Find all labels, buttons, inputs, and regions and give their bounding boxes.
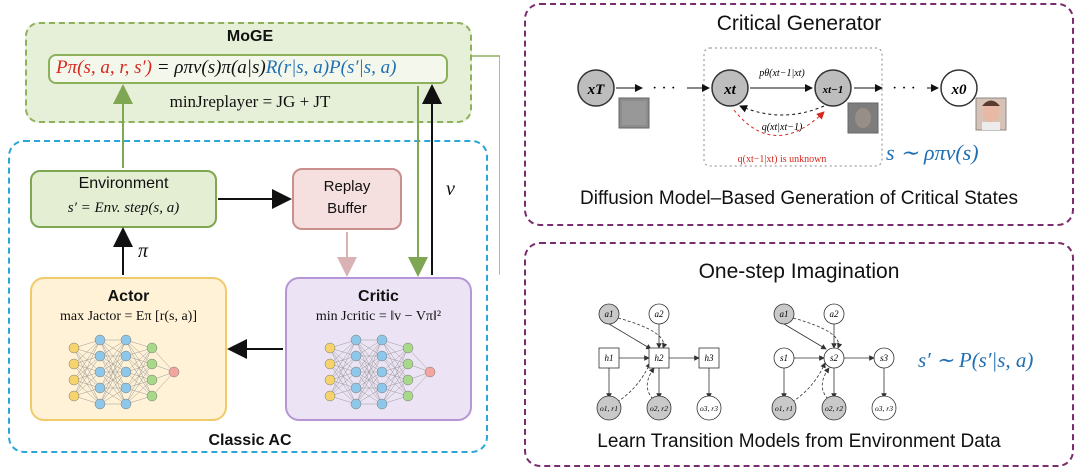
eq-state-action: = ρπv(s)π(a|s): [152, 57, 266, 78]
critic-network-icon: [324, 334, 436, 410]
eq-joint-distribution: Pπ(s, a, r, s′): [56, 57, 153, 78]
critic-title: Critic: [358, 288, 399, 305]
actor-title: Actor: [107, 288, 150, 305]
latent-state-mid-label-3: s3: [880, 353, 889, 363]
node-xT-label: xT: [587, 82, 606, 98]
imagination-caption: Learn Transition Models from Environment…: [597, 431, 1001, 452]
latent-state-mid-node-3: [873, 347, 895, 369]
actor-box: [30, 277, 227, 421]
critical-generator-title: Critical Generator: [716, 12, 882, 35]
latent-state-obs-node-1: [771, 395, 797, 421]
eq-reward-model: R(r|s, a): [265, 57, 330, 78]
actor-network-icon: [68, 334, 180, 410]
critic-objective: min Jcritic = ‖v − Vπ‖²: [315, 309, 442, 324]
hidden-state-a1-label: a1: [605, 309, 614, 319]
hidden-state-obs-label-1: o1, r1: [600, 404, 618, 413]
latent-state-mid-node-2: [823, 347, 845, 369]
hidden-state-obs-label-2: o2, r2: [650, 404, 668, 413]
moge-title: MoGE: [226, 28, 274, 45]
classic-ac-arrows: [113, 55, 500, 359]
environment-title: Environment: [78, 175, 169, 192]
classic-ac-region: [8, 140, 488, 453]
diffusion-chain-diagram: xT · · · xt xt−1 · · · x0 pθ(xt−1|xt) q(…: [577, 47, 1007, 167]
replay-buffer-title: Replay Buffer: [323, 178, 371, 217]
node-xt-label: xt: [723, 82, 737, 98]
hidden-state-a2-label: a2: [655, 309, 665, 319]
latent-state-a2-label: a2: [830, 309, 840, 319]
hidden-state-obs-node-3: [696, 395, 722, 421]
value-label: v: [446, 178, 455, 200]
node-xt-1: [814, 69, 852, 107]
latent-state-graph: [771, 303, 897, 421]
unknown-label: q(xt−1|xt) is unknown: [738, 154, 827, 165]
replay-buffer-box: [292, 168, 402, 230]
moge-to-panels-connector: [472, 55, 500, 275]
latent-state-obs-label-3: o3, r3: [875, 404, 893, 413]
hidden-state-mid-label-2: h2: [655, 353, 665, 363]
hidden-state-mid-label-1: h1: [605, 353, 614, 363]
hidden-state-graph: [596, 303, 722, 421]
hidden-state-obs-node-1: [596, 395, 622, 421]
hidden-state-a2-node: [648, 303, 670, 325]
ellipsis-1: · · ·: [652, 80, 676, 97]
hidden-state-obs-node-2: [646, 395, 672, 421]
transition-graphs: a1 a2 h1 h2 h3 o1, r1 o2, r2 o3, r3 a1 a2 s1 s2 s3 o1…: [596, 303, 897, 421]
classic-ac-title: Classic AC: [208, 432, 292, 449]
node-xt-1-label: xt−1: [822, 84, 844, 96]
critical-generator-caption: Diffusion Model–Based Generation of Crit…: [580, 188, 1018, 209]
node-x0: [940, 69, 978, 107]
latent-state-a1-node: [773, 303, 795, 325]
latent-state-a2-node: [823, 303, 845, 325]
latent-state-obs-node-2: [821, 395, 847, 421]
hidden-state-a1-node: [598, 303, 620, 325]
imagination-title: One-step Imagination: [698, 260, 900, 283]
hidden-state-mid-label-3: h3: [705, 353, 715, 363]
hidden-state-obs-label-3: o3, r3: [700, 404, 718, 413]
hidden-state-mid-node-1: [598, 347, 620, 369]
imagination-formula: s′ ∼ P(s′|s, a): [918, 348, 1034, 372]
moge-equation: Pπ(s, a, r, s′) = ρπv(s)π(a|s)R(r|s, a)P…: [56, 57, 446, 79]
latent-state-mid-label-2: s2: [830, 353, 839, 363]
environment-equation: s′ = Env. step(s, a): [67, 200, 180, 216]
node-x0-label: x0: [951, 82, 968, 98]
latent-state-obs-node-3: [871, 395, 897, 421]
latent-state-mid-label-1: s1: [780, 353, 788, 363]
node-xt: [711, 69, 749, 107]
eq-transition-model: P(s′|s, a): [329, 57, 397, 78]
neural-network-icons: [68, 334, 436, 410]
imagination-panel: [524, 242, 1074, 467]
hidden-state-mid-node-2: [648, 347, 670, 369]
critical-generator-formula: s ∼ ρπv(s): [886, 140, 979, 165]
backward-label: q(xt|xt−1): [762, 122, 803, 133]
moge-equation-box: [48, 54, 448, 84]
critical-generator-panel: [524, 3, 1074, 226]
forward-label: pθ(xt−1|xt): [758, 68, 805, 79]
latent-state-mid-node-1: [773, 347, 795, 369]
latent-state-a1-label: a1: [780, 309, 789, 319]
policy-label: π: [138, 240, 149, 262]
moge-objective: minJreplayer = JG + JT: [169, 92, 331, 111]
latent-state-obs-label-2: o2, r2: [825, 404, 843, 413]
ellipsis-2: · · ·: [892, 80, 916, 97]
latent-state-obs-label-1: o1, r1: [775, 404, 793, 413]
actor-objective: max Jactor = Eπ [r(s, a)]: [59, 309, 198, 324]
hidden-state-mid-node-3: [698, 347, 720, 369]
node-xT: [577, 69, 615, 107]
